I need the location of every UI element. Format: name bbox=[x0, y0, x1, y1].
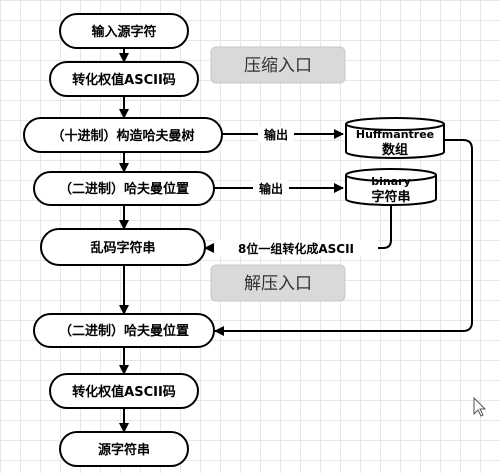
node-build-tree: （十进制）构造哈夫曼树 bbox=[23, 117, 223, 153]
db-huffman-tree: Huffmantree 数组 bbox=[345, 117, 445, 159]
db-binary-line1: binary bbox=[371, 175, 411, 188]
edge-label-convert: 8位一组转化成ASCII bbox=[214, 240, 378, 256]
section-compress: 压缩入口 bbox=[210, 46, 346, 84]
svg-text:源字符串: 源字符串 bbox=[98, 442, 150, 458]
node-huffman-pos-1: （二进制）哈夫曼位置 bbox=[33, 171, 215, 206]
edge-label-output-1: 输出 bbox=[258, 126, 294, 142]
svg-text:转化权值ASCII码: 转化权值ASCII码 bbox=[72, 72, 176, 88]
section-decompress-label: 解压入口 bbox=[244, 274, 312, 294]
svg-text:（十进制）构造哈夫曼树: （十进制）构造哈夫曼树 bbox=[51, 128, 194, 144]
section-compress-label: 压缩入口 bbox=[244, 56, 312, 76]
svg-text:8位一组转化成ASCII: 8位一组转化成ASCII bbox=[238, 241, 354, 256]
node-to-ascii-1: 转化权值ASCII码 bbox=[49, 61, 199, 97]
node-garbled: 乱码字符串 bbox=[40, 228, 206, 266]
node-input-source: 输入源字符 bbox=[59, 13, 189, 49]
node-to-ascii-2: 转化权值ASCII码 bbox=[49, 373, 199, 409]
svg-text:输出: 输出 bbox=[264, 127, 288, 142]
node-huffman-pos-2: （二进制）哈夫曼位置 bbox=[33, 313, 215, 348]
svg-text:（二进制）哈夫曼位置: （二进制）哈夫曼位置 bbox=[59, 323, 189, 339]
svg-text:（二进制）哈夫曼位置: （二进制）哈夫曼位置 bbox=[59, 181, 189, 197]
edge-label-output-2: 输出 bbox=[253, 180, 289, 196]
node-source-string: 源字符串 bbox=[59, 431, 189, 467]
svg-text:输出: 输出 bbox=[259, 181, 283, 196]
svg-text:转化权值ASCII码: 转化权值ASCII码 bbox=[72, 384, 176, 400]
db-huffman-tree-line2: 数组 bbox=[382, 142, 408, 158]
svg-text:输入源字符: 输入源字符 bbox=[91, 24, 156, 40]
svg-text:乱码字符串: 乱码字符串 bbox=[90, 240, 155, 256]
db-binary: binary 字符串 bbox=[345, 168, 437, 206]
mouse-cursor-icon bbox=[473, 396, 487, 417]
db-huffman-tree-line1: Huffmantree bbox=[356, 128, 434, 141]
db-binary-line2: 字符串 bbox=[371, 189, 410, 205]
section-decompress: 解压入口 bbox=[210, 264, 346, 302]
